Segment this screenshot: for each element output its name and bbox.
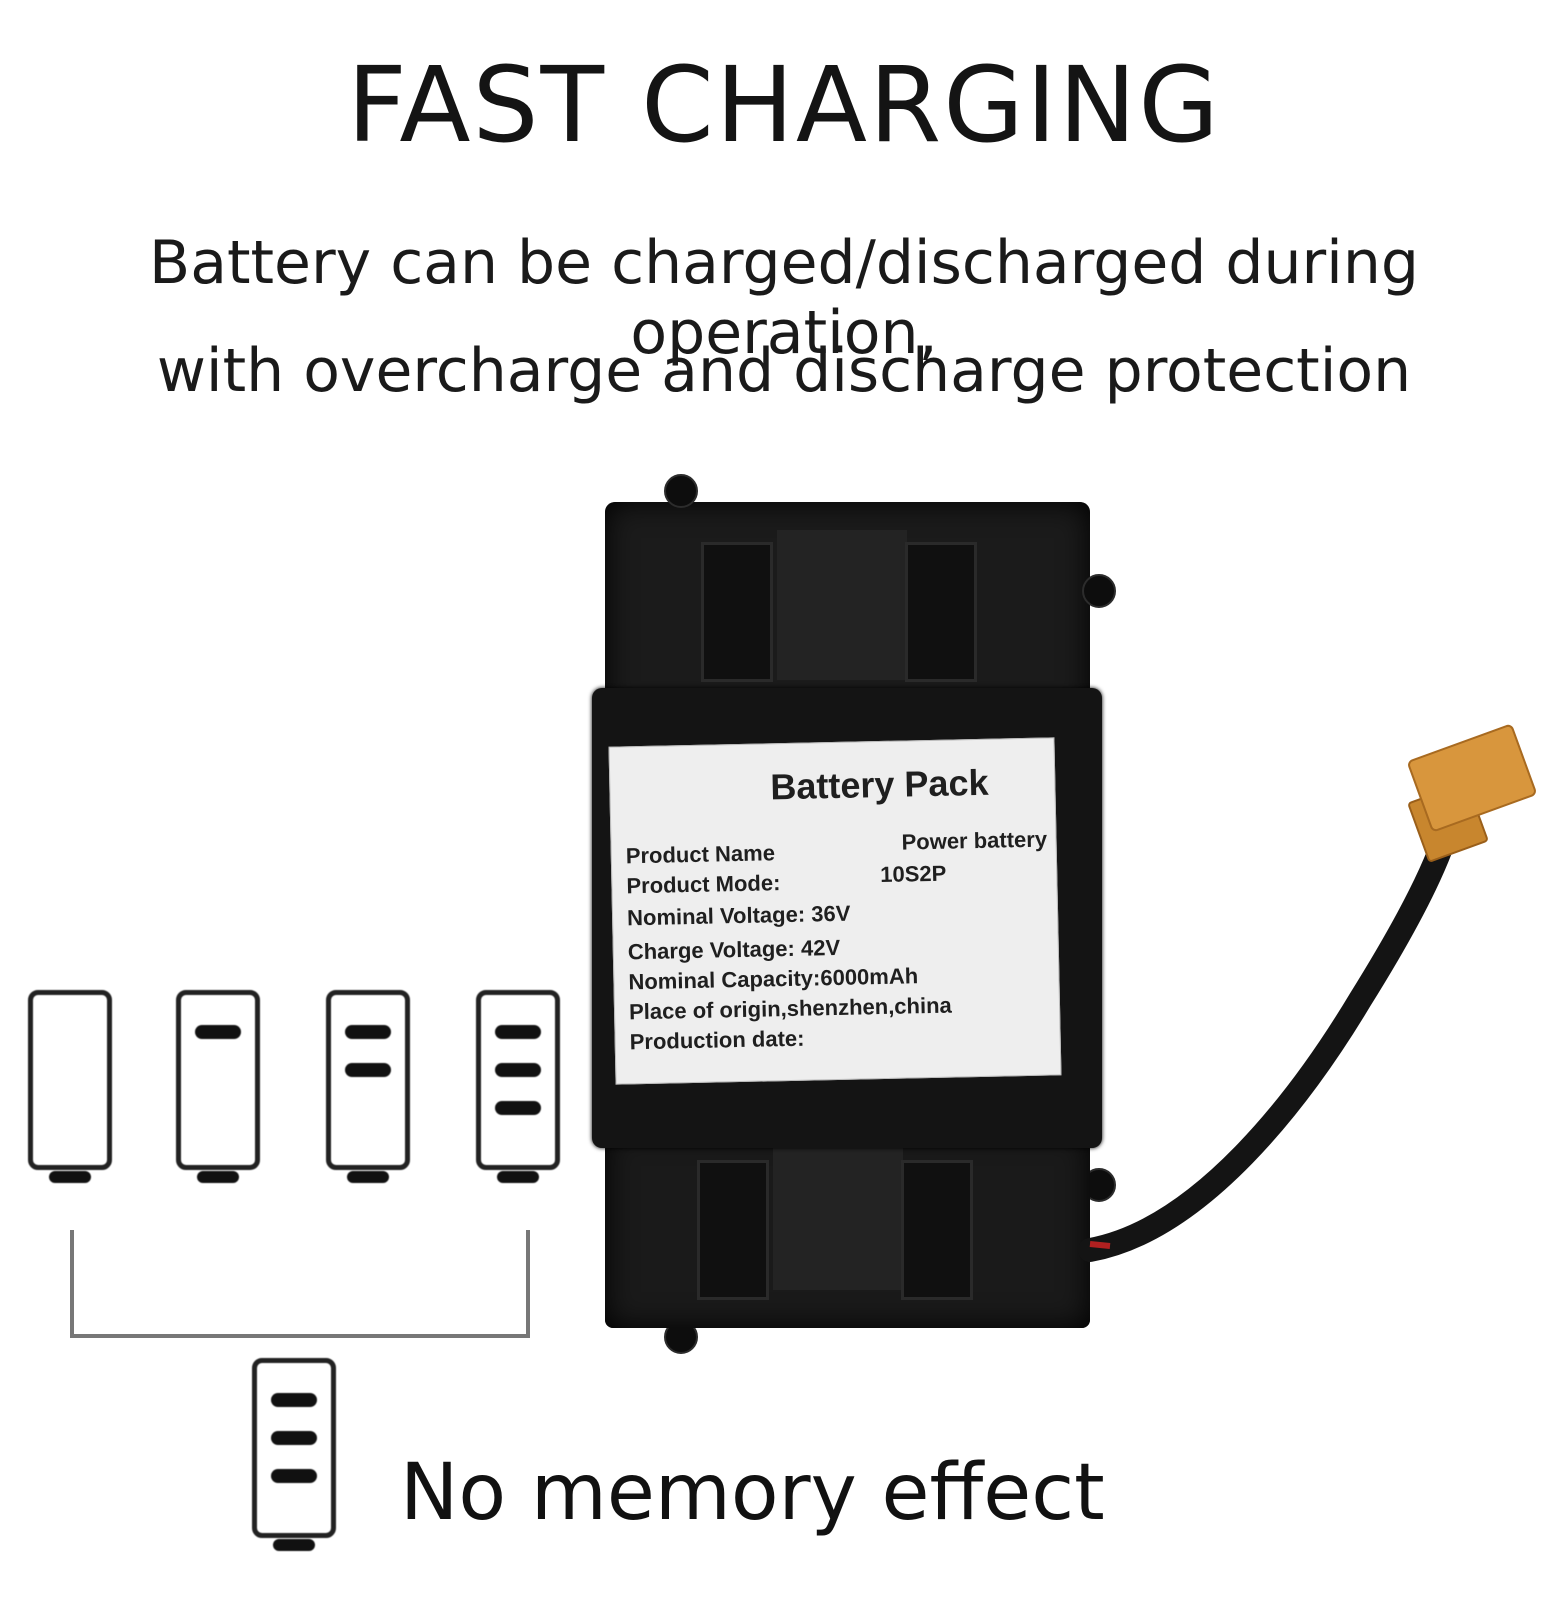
screw-icon — [1082, 574, 1116, 608]
battery-one-bar-icon — [176, 990, 260, 1183]
battery-result-icon — [252, 1358, 336, 1551]
screw-icon — [664, 474, 698, 508]
connector-bracket — [70, 1230, 530, 1338]
subline-1: Battery can be charged/discharged during… — [149, 228, 1419, 368]
subline-2: with overcharge and discharge protection — [156, 336, 1412, 406]
battery-full-icon — [476, 990, 560, 1183]
battery-empty-icon — [28, 990, 112, 1183]
headline: FAST CHARGING — [347, 44, 1221, 166]
battery-two-bar-icon — [326, 990, 410, 1183]
pack-top — [605, 502, 1090, 717]
pack-bottom — [605, 1130, 1090, 1328]
no-memory-effect-text: No memory effect — [400, 1448, 1105, 1538]
